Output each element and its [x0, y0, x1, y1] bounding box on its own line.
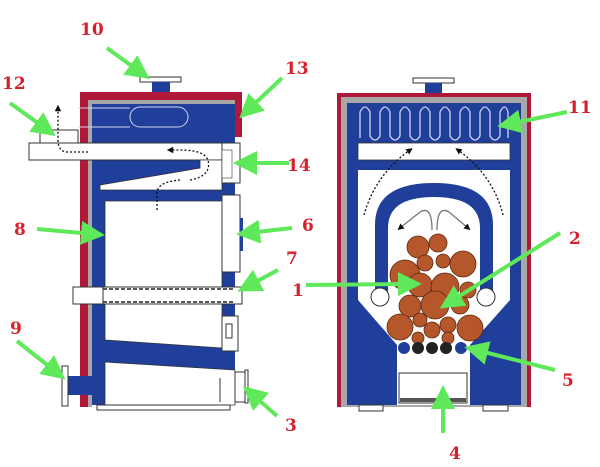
ash-door [234, 371, 246, 403]
inlet-flange [61, 365, 69, 407]
label-9: 9 [10, 319, 22, 339]
side-tube-right [476, 287, 496, 307]
label-7: 7 [286, 249, 298, 269]
label-10: 10 [80, 20, 104, 40]
heat-exchanger-coil [359, 106, 509, 141]
fire-arch [375, 183, 493, 300]
ash-pit [104, 361, 236, 406]
exhaust-flow-arrow [54, 104, 88, 153]
label-2: 2 [569, 229, 581, 249]
baffle [357, 142, 511, 161]
label-13: 13 [285, 59, 309, 79]
label-4: 4 [449, 444, 461, 464]
callout-arrows [8, 46, 568, 433]
label-3: 3 [285, 416, 297, 436]
top-flange [139, 76, 182, 83]
label-5: 5 [562, 371, 574, 391]
flue-gas-passage [99, 159, 223, 191]
inlet-pipe [66, 376, 94, 395]
loading-door [221, 194, 241, 273]
label-11: 11 [568, 98, 592, 118]
callout-labels: 10 12 13 14 8 6 7 1 9 3 11 2 5 4 [2, 20, 592, 464]
boiler-front-section [337, 77, 531, 412]
leg-right [482, 404, 509, 412]
label-12: 12 [2, 74, 26, 94]
base [96, 404, 231, 411]
flue-gas-flow-arrow [156, 150, 210, 210]
leg-left [358, 404, 384, 412]
boiler-side-section [28, 76, 249, 411]
door-handle [240, 218, 243, 251]
flame-flow-arrows [363, 148, 504, 231]
label-1: 1 [292, 281, 304, 301]
upper-oval [129, 106, 189, 128]
top-flange [412, 77, 455, 84]
label-8: 8 [14, 220, 26, 240]
tube-pipe [72, 286, 243, 305]
label-14: 14 [287, 156, 311, 176]
grate [398, 342, 467, 354]
chimney-collar [39, 129, 79, 144]
combustion-chamber [104, 200, 223, 349]
label-6: 6 [302, 216, 314, 236]
side-tube-left [370, 287, 390, 307]
